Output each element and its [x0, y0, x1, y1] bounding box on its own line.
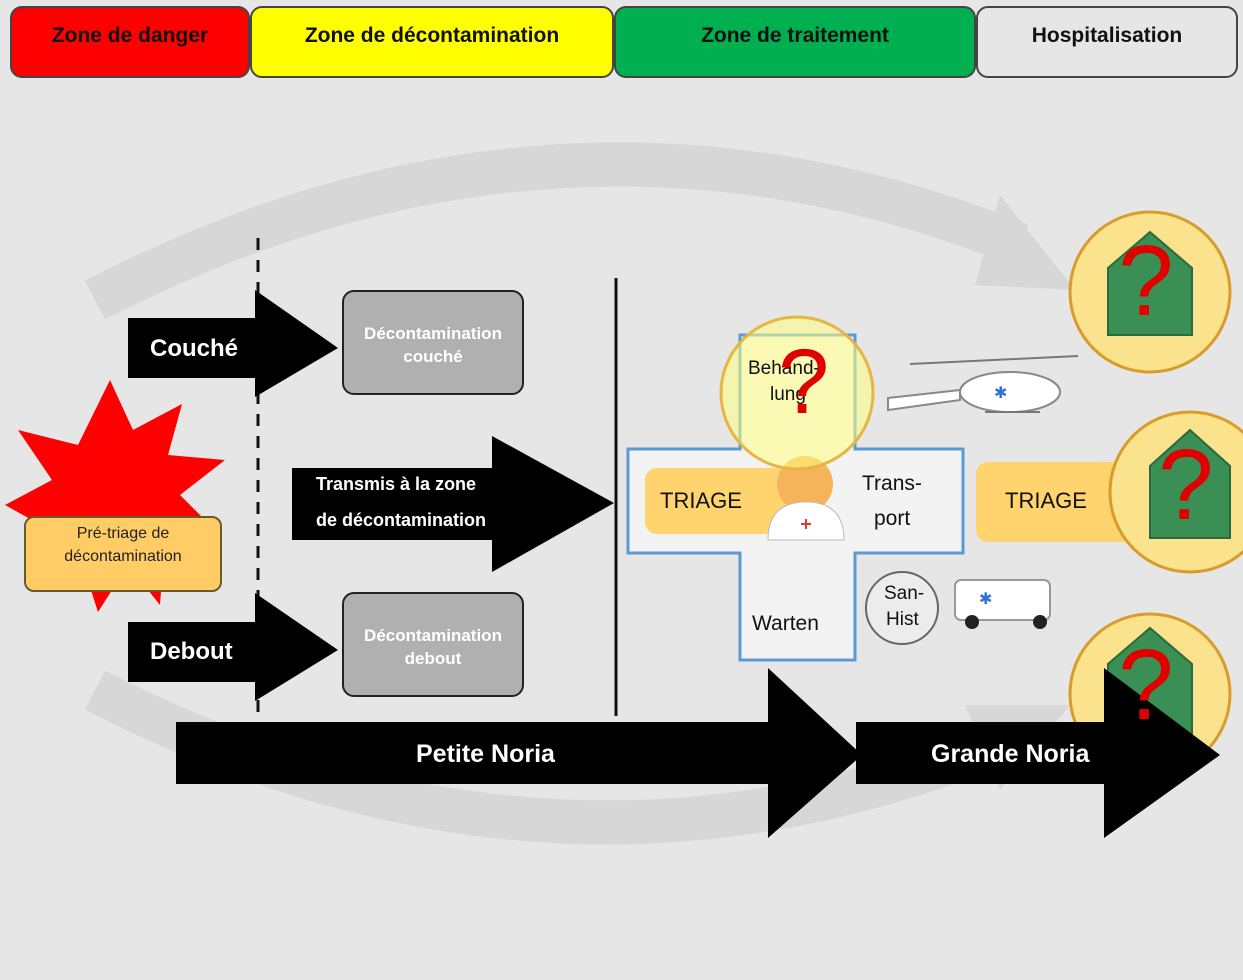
debout-arrow: [128, 593, 338, 701]
decon-couche-line2: couché: [403, 347, 463, 366]
transmis-label-1: Transmis à la zone: [316, 474, 477, 494]
zone-decontamination: Zone de décontamination: [250, 6, 614, 78]
petite-noria-arrow: [176, 668, 862, 838]
couche-arrow: [128, 290, 338, 397]
grande-noria-arrow: [856, 668, 1220, 838]
triage-left-box: [645, 468, 790, 534]
question-mark-icon: ?: [1118, 629, 1174, 741]
transmis-label-2: de décontamination: [316, 510, 487, 530]
question-mark-icon: ?: [778, 331, 830, 433]
helicopter-icon: ✱: [887, 355, 1079, 413]
triage-right-label: TRIAGE: [1005, 488, 1087, 513]
sanhist-circle: [865, 571, 939, 645]
behandlung-highlight: [719, 315, 875, 471]
decon-debout-box: Décontamination debout: [342, 592, 524, 697]
zone-traitement: Zone de traitement: [614, 6, 976, 78]
behandlung-label-2: lung: [770, 384, 806, 405]
triage-left-label: TRIAGE: [660, 488, 742, 513]
warten-label: Warten: [752, 612, 819, 635]
transport-label-1: Trans-: [862, 472, 922, 495]
sanhist-label-2: Hist: [886, 609, 919, 630]
decon-couche-line1: Décontamination: [364, 324, 502, 343]
transport-label-2: port: [874, 507, 911, 530]
grande-noria-label: Grande Noria: [931, 740, 1090, 768]
pretriage-box: Pré-triage de décontamination: [24, 516, 222, 592]
question-mark-icon: ?: [1158, 429, 1214, 541]
zone-danger: Zone de danger: [10, 6, 250, 78]
hospital-middle: [1108, 410, 1243, 574]
upper-arc: [84, 142, 1029, 320]
question-mark-icon: ?: [1118, 225, 1174, 337]
hospital-top: [1068, 210, 1232, 374]
ambulance-icon: ✱: [954, 579, 1051, 629]
triage-right-box: [976, 462, 1136, 542]
hospital-icon: [1107, 230, 1193, 336]
zone-hospitalisation: Hospitalisation: [976, 6, 1238, 78]
svg-text:✱: ✱: [994, 383, 1007, 402]
transmis-arrow: [292, 436, 614, 572]
couche-label: Couché: [150, 335, 239, 362]
upper-arc-head: [975, 195, 1075, 290]
hospital-icon: [1149, 428, 1231, 539]
svg-text:✱: ✱: [979, 589, 992, 608]
debout-label: Debout: [150, 638, 233, 665]
decon-debout-line1: Décontamination: [364, 626, 502, 645]
petite-noria-label: Petite Noria: [416, 740, 555, 768]
behandlung-label-1: Behand-: [748, 358, 820, 379]
sanhist-label-1: San-: [884, 583, 925, 604]
pretriage-line1: Pré-triage de: [76, 525, 170, 542]
decon-debout-line2: debout: [404, 649, 462, 668]
decon-couche-box: Décontamination couché: [342, 290, 524, 395]
pretriage-line2: décontamination: [64, 548, 182, 565]
